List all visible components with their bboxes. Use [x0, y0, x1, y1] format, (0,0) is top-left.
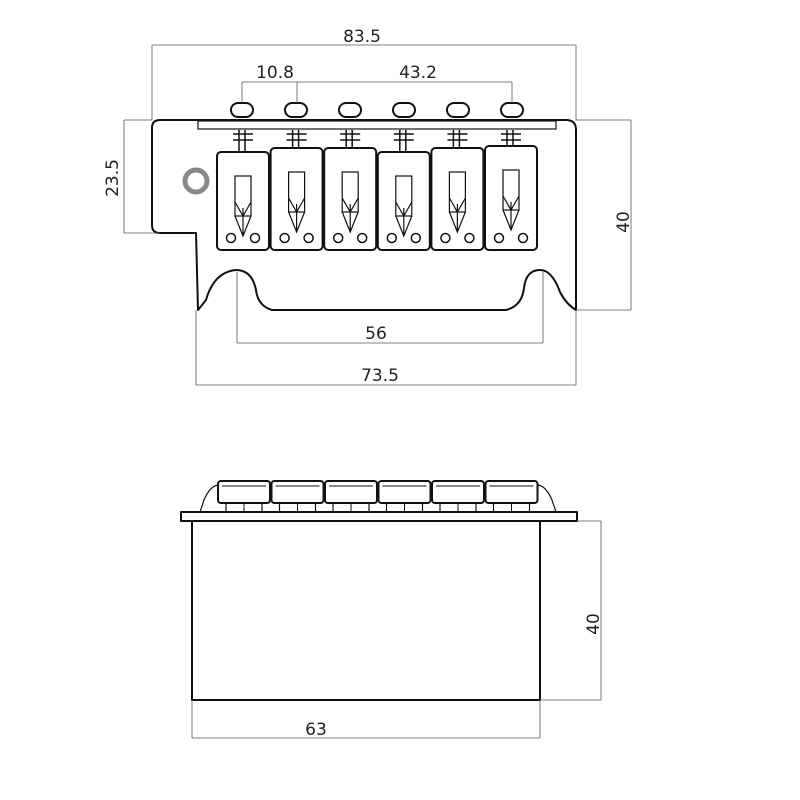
- intonation-screw-head: [392, 102, 416, 118]
- height-screw: [303, 232, 314, 244]
- side-saddle-body: [324, 480, 378, 504]
- saddle: [484, 130, 538, 251]
- mounting-hole: [182, 167, 210, 195]
- intonation-screw-heads: [230, 102, 524, 118]
- side-saddle: [324, 480, 378, 512]
- dim-label-string-spacing-total: 43.2: [399, 63, 437, 83]
- saddle: [323, 130, 378, 251]
- saddle-groove: [341, 197, 359, 234]
- side-saddle: [270, 480, 325, 512]
- saddle-groove: [234, 201, 252, 238]
- dim-label-block-height: 40: [584, 613, 604, 635]
- saddle-body: [216, 151, 270, 251]
- saddle-body: [376, 151, 431, 251]
- plate-front-edge: [197, 120, 557, 130]
- saddle: [216, 130, 270, 251]
- saddle-body: [484, 145, 538, 251]
- side-saddle-body: [431, 480, 485, 504]
- side-saddle: [217, 480, 271, 512]
- side-saddle: [377, 480, 432, 512]
- side-dimensions: 40 63: [191, 520, 604, 740]
- baseplate-outline: [151, 119, 577, 311]
- dim-label-stud-spacing: 56: [365, 324, 387, 344]
- intonation-screw-head: [230, 102, 254, 118]
- height-screw: [493, 232, 505, 244]
- saddles: [216, 130, 538, 251]
- dim-label-body-height: 40: [614, 211, 634, 233]
- top-dimensions: 83.5 10.8 43.2 23.5 40 56 73.5: [103, 27, 634, 386]
- saddle-groove: [395, 201, 413, 238]
- saddle-groove: [288, 197, 306, 234]
- height-screw: [440, 232, 451, 244]
- intonation-screw-head: [284, 102, 308, 118]
- saddle-body: [269, 147, 324, 251]
- side-saddle: [484, 480, 539, 512]
- height-screw: [386, 232, 398, 244]
- height-screw: [464, 232, 475, 244]
- side-saddle-body: [484, 480, 539, 504]
- saddle: [430, 130, 485, 251]
- dim-label-string-spacing-single: 10.8: [256, 63, 294, 83]
- height-screw: [332, 232, 344, 244]
- side-ramp-right: [537, 484, 557, 513]
- height-screw: [225, 232, 237, 244]
- dim-label-mount-height: 23.5: [103, 159, 123, 197]
- saddle: [269, 130, 324, 251]
- saddle-groove: [448, 197, 466, 234]
- side-saddle: [431, 480, 485, 512]
- side-view: [180, 480, 578, 701]
- side-plate: [180, 511, 578, 522]
- intonation-screw-head: [500, 102, 524, 118]
- tremolo-block: [191, 520, 541, 701]
- side-saddle-body: [377, 480, 432, 504]
- saddle-body: [430, 147, 485, 251]
- dim-label-overall-width: 83.5: [343, 27, 381, 47]
- height-screw: [249, 232, 261, 244]
- side-saddle-body: [270, 480, 325, 504]
- dim-label-base-width: 73.5: [361, 366, 399, 386]
- height-screw: [410, 232, 422, 244]
- dim-label-block-width: 63: [305, 720, 327, 740]
- top-view: [151, 102, 577, 311]
- height-screw: [356, 232, 368, 244]
- saddle: [376, 130, 431, 251]
- side-ramp-left: [199, 484, 219, 513]
- side-saddle-body: [217, 480, 271, 504]
- height-screw: [517, 232, 529, 244]
- saddle-groove: [502, 195, 520, 232]
- intonation-screw-head: [338, 102, 362, 118]
- intonation-screw-head: [446, 102, 470, 118]
- side-saddles: [217, 480, 539, 512]
- height-screw: [279, 232, 290, 244]
- saddle-body: [323, 147, 378, 251]
